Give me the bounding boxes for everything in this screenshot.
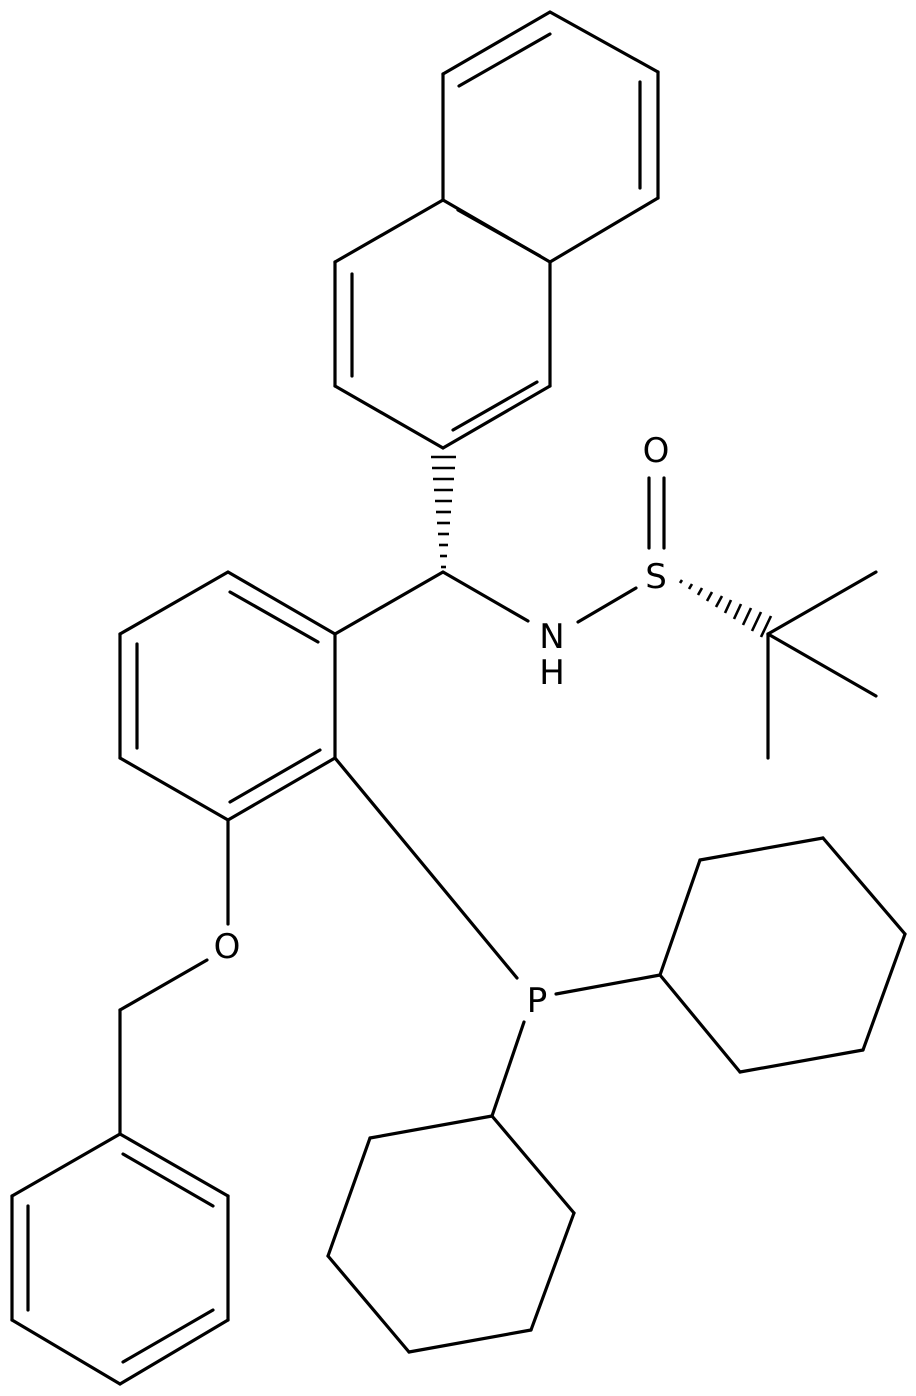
bond-ring-to-stereocenter	[333, 570, 445, 636]
tert-butyl-group	[766, 570, 878, 760]
atom-label-ether-oxygen: O	[214, 927, 241, 967]
stereo-hash-tbutyl	[678, 579, 773, 638]
naphthyl-group	[333, 10, 660, 450]
atom-label-nitrogen: N	[539, 617, 564, 657]
bond-p-to-cy2	[490, 1020, 526, 1118]
atom-label-phosphorus: P	[527, 981, 548, 1021]
benzyl-phenyl-ring	[10, 1132, 230, 1386]
bond-n-to-s	[576, 586, 638, 624]
bond-ring-to-p	[333, 756, 519, 980]
bond-stereocenter-to-n	[441, 570, 530, 623]
atom-label-nitrogen-hydrogen: H	[539, 653, 565, 693]
cyclohexyl-ring-1	[658, 836, 907, 1074]
bond-o-to-ch2	[118, 958, 209, 1012]
cyclohexyl-ring-2	[326, 1114, 576, 1354]
atom-label-sulfur: S	[645, 557, 667, 597]
atom-label-sulfinyl-oxygen: O	[643, 431, 670, 471]
bond-p-to-cy1	[554, 973, 662, 996]
central-benzene-ring	[118, 570, 337, 822]
stereo-hash-naphthyl	[431, 455, 456, 569]
